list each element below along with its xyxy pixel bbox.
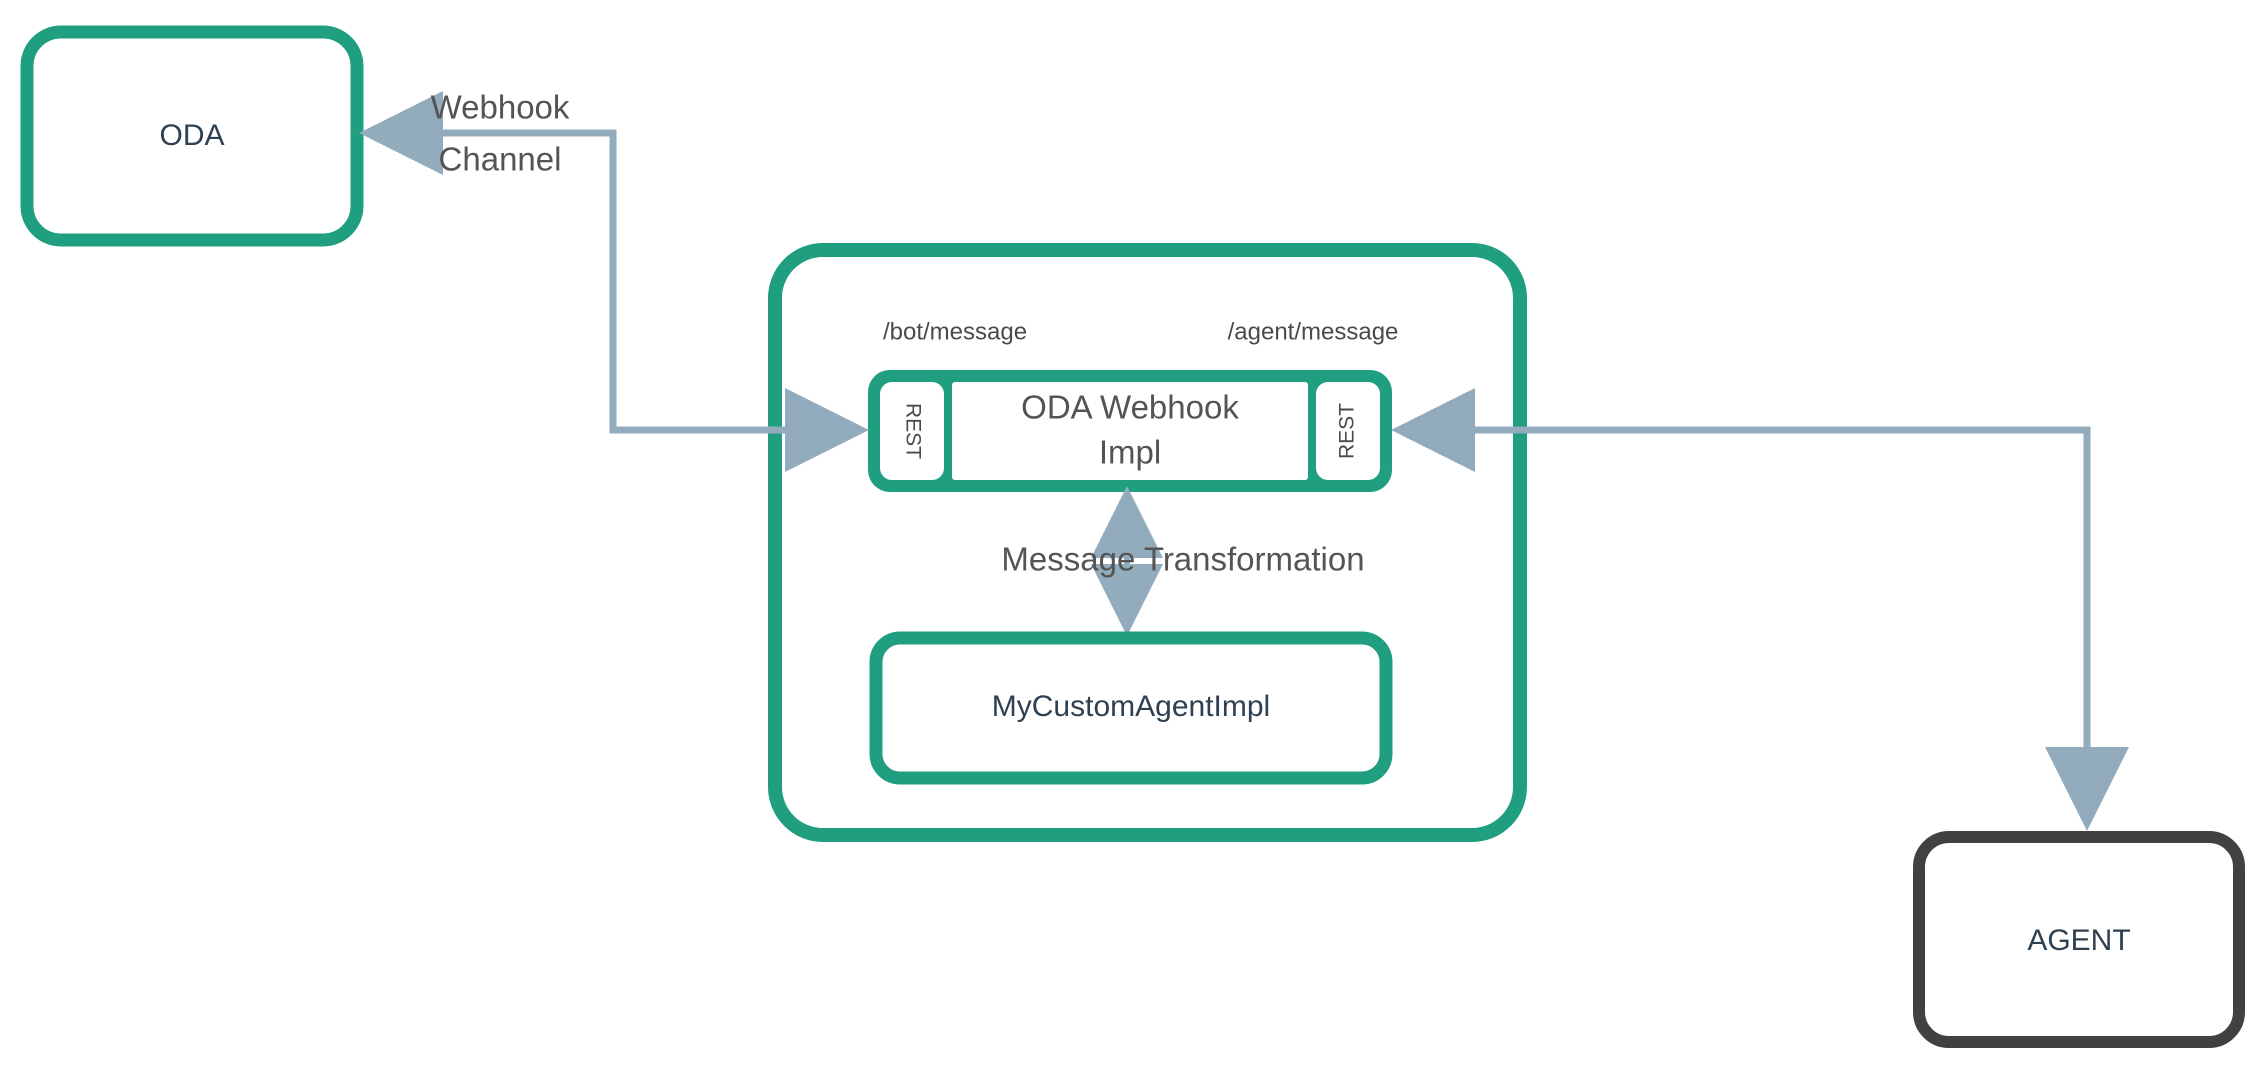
rest-left-box [880,382,944,480]
webhook-channel-connector-line [359,91,869,472]
rest-right-label: REST [1336,403,1359,459]
oda-label: ODA [159,119,224,152]
port-rest-right[interactable]: REST [1316,382,1380,480]
agent-box-outline [1913,831,2245,1048]
webhook-channel-label-line2: Channel [439,141,562,178]
webhook-impl-label-line2: Impl [1099,434,1161,471]
custom-agent-box-outline [869,631,1393,785]
webhook-impl-box [952,382,1308,480]
endpoint-label-agent-message: /agent/message [1228,318,1399,345]
edge-webhook-channel: Webhook Channel [359,89,869,472]
message-transformation-label: Message Transformation [1001,541,1364,578]
node-webhook-impl[interactable]: ODA Webhook Impl [952,382,1308,480]
edge-message-transformation: Message Transformation [1001,486,1365,636]
node-oda[interactable]: ODA [20,25,364,247]
node-custom-agent-impl[interactable]: MyCustomAgentImpl [869,631,1393,785]
node-agent[interactable]: AGENT [1913,831,2245,1048]
edge-agent-rest [1391,388,2129,831]
node-webhook-impl-group[interactable]: REST ODA Webhook Impl REST [868,370,1392,492]
webhook-channel-label-line1: Webhook [431,89,570,126]
agent-label: AGENT [2027,924,2130,957]
rest-left-label: REST [901,403,924,459]
webhook-impl-label-line1: ODA Webhook [1021,389,1239,426]
oda-box-outline [20,25,364,247]
rest-right-box [1316,382,1380,480]
port-rest-left[interactable]: REST [880,382,944,480]
custom-agent-label: MyCustomAgentImpl [992,690,1270,723]
agent-rest-connector-line [1391,388,2129,831]
endpoint-label-bot-message: /bot/message [883,318,1027,345]
